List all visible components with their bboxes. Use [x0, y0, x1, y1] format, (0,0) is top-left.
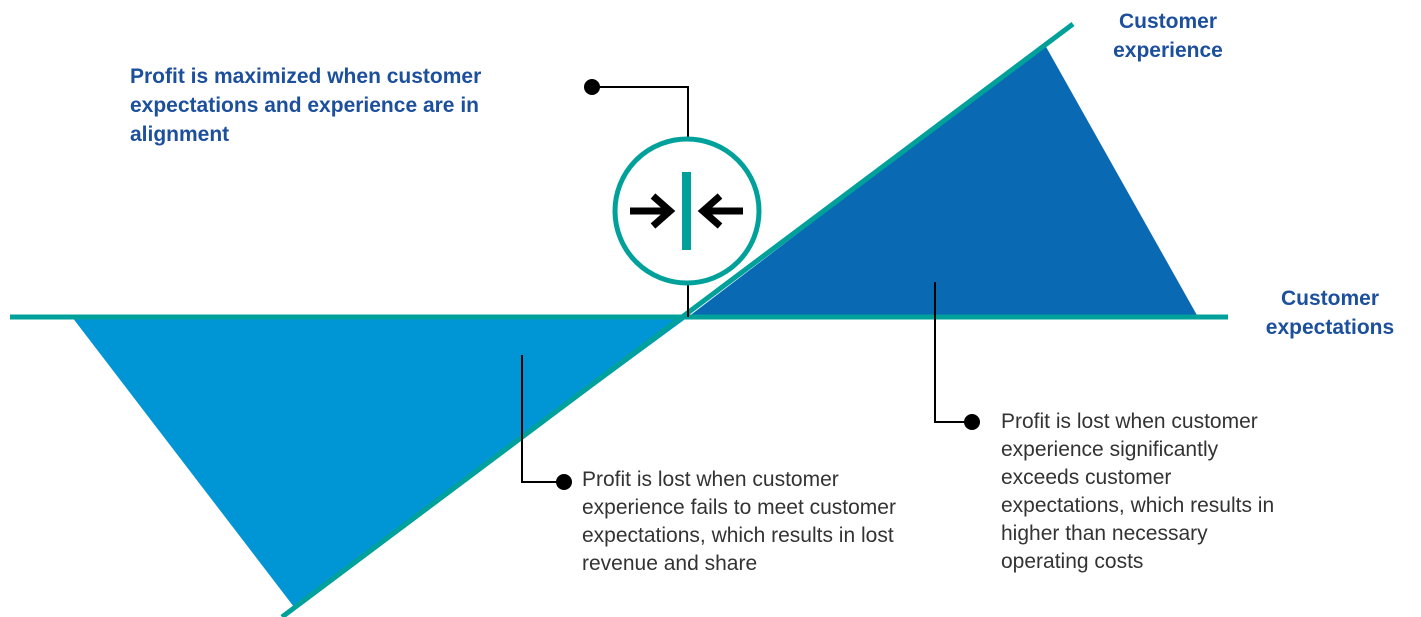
shortfall-leader-line: [521, 355, 564, 483]
experience-axis-line: [280, 21, 1075, 617]
alignment-note: Profit is maximized when customer expect…: [130, 65, 482, 146]
shortfall-note: Profit is lost when customer experience …: [582, 468, 896, 575]
alignment-leader-line: [592, 86, 689, 160]
excess-leader-dot: [964, 414, 980, 430]
shortfall-triangle: [72, 317, 688, 607]
experience-axis-label: Customer experience: [1113, 10, 1223, 62]
excess-note: Profit is lost when customer experience …: [1001, 410, 1275, 573]
arrows-converging-icon: [612, 136, 762, 286]
excess-triangle: [688, 45, 1198, 317]
expectations-axis-label: Customer expectations: [1265, 287, 1395, 339]
alignment-leader-dot: [584, 79, 600, 95]
excess-leader-line: [934, 282, 972, 423]
shortfall-leader-dot: [556, 474, 572, 490]
